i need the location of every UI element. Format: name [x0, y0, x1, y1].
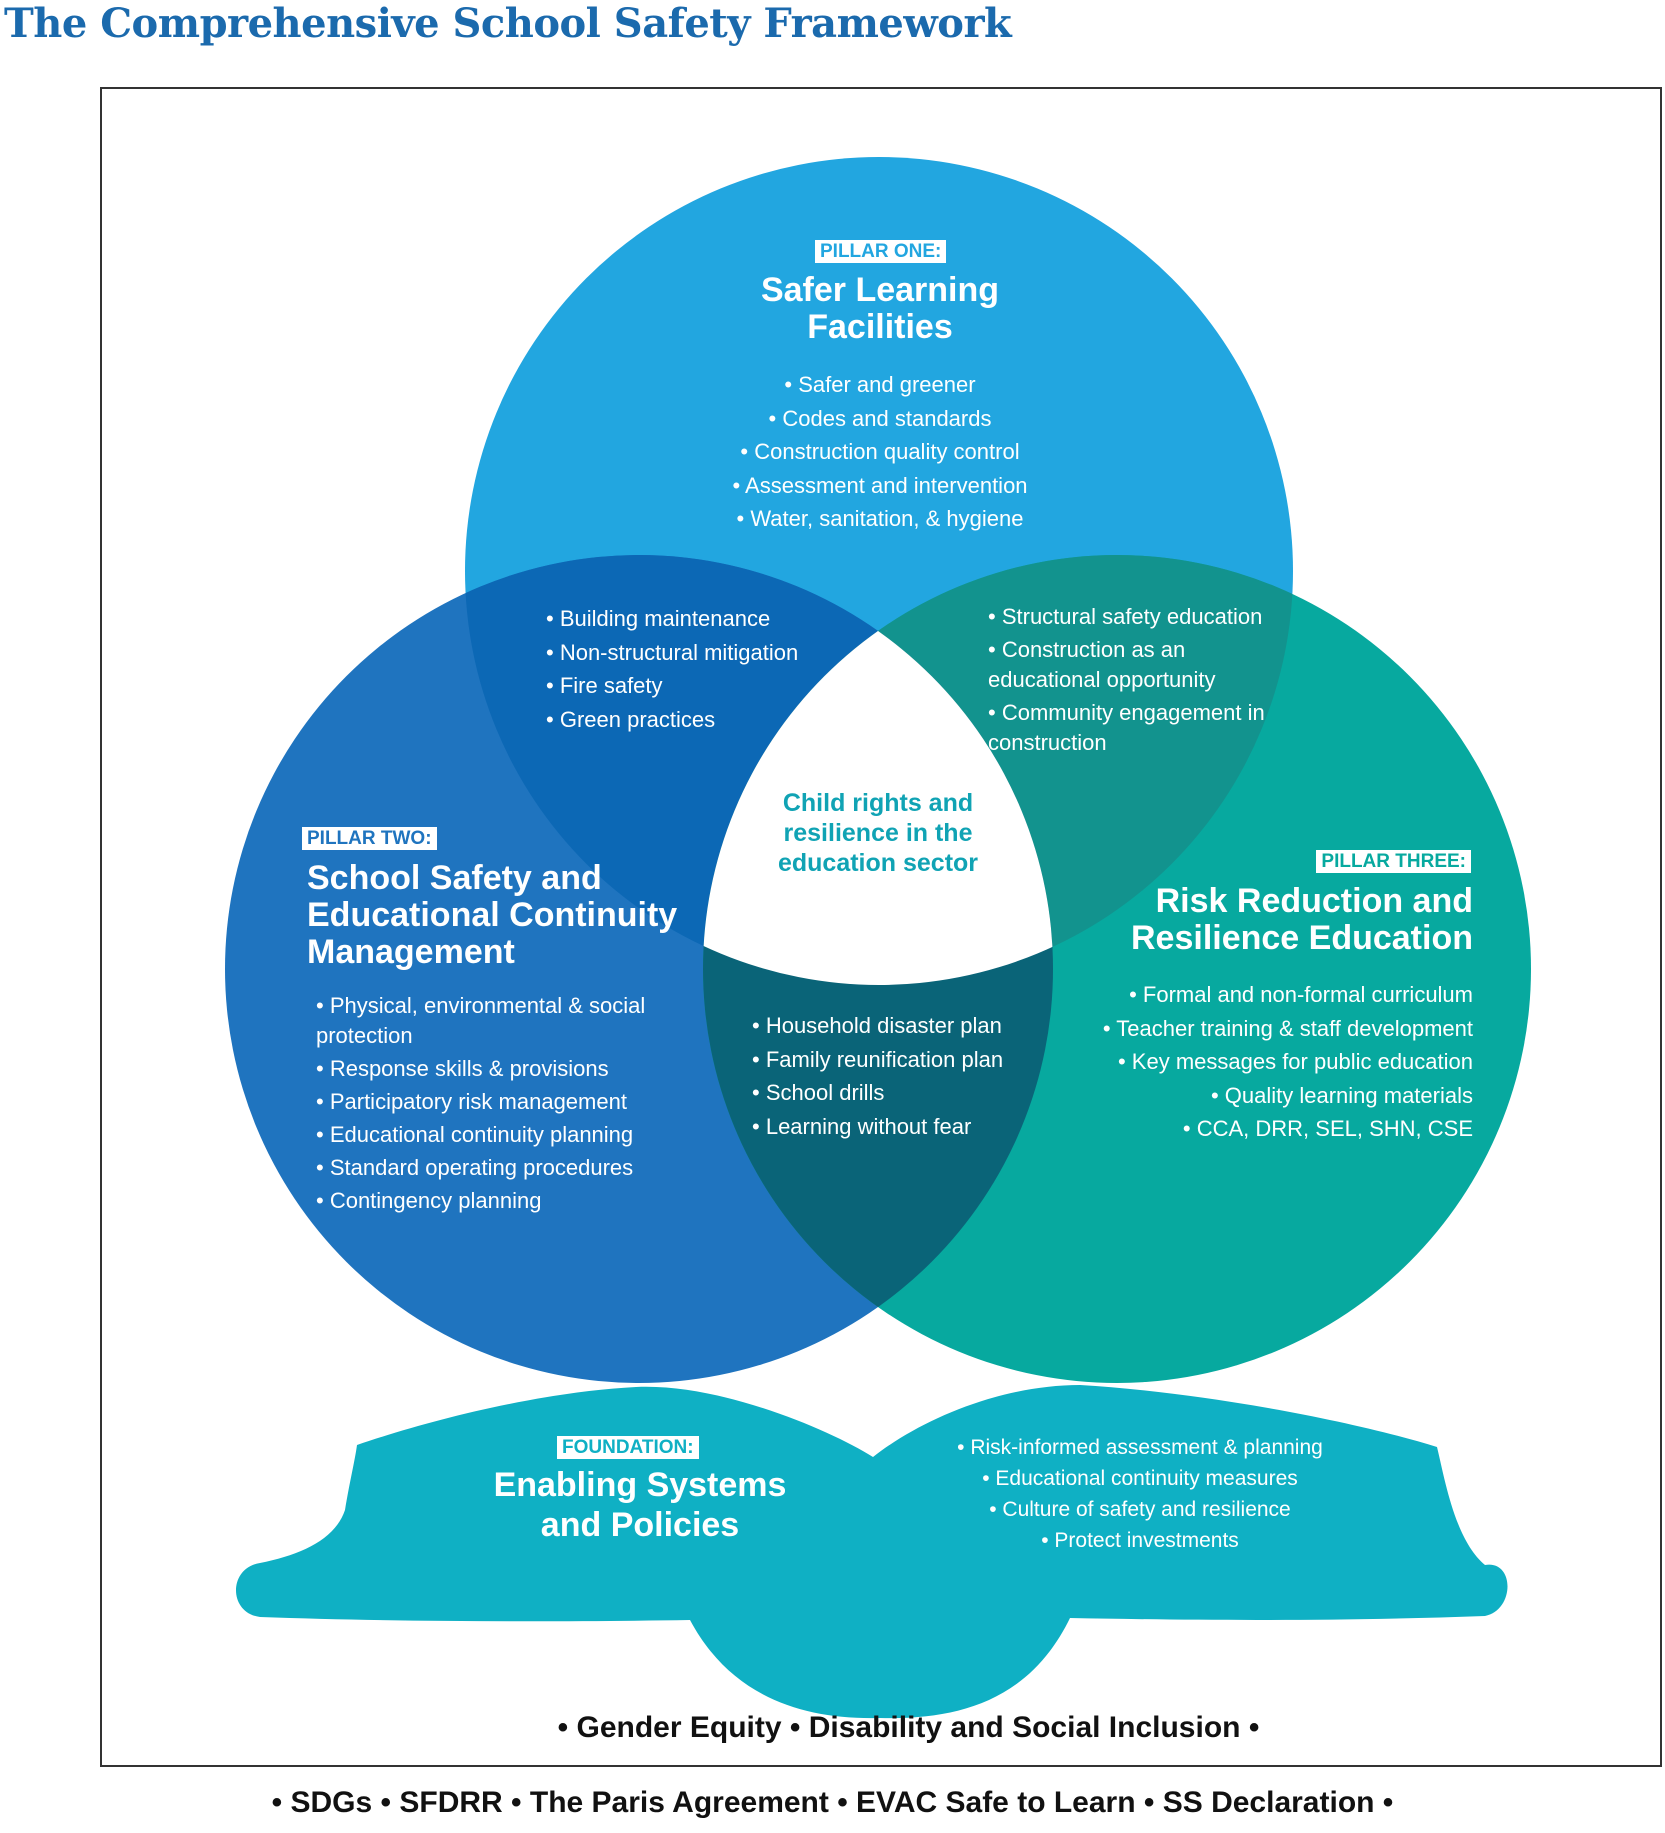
page-title: The Comprehensive School Safety Framewor…: [4, 0, 1012, 47]
list-item: Water, sanitation, & hygiene: [640, 502, 1120, 536]
pillar-three-heading: Risk Reduction and Resilience Education: [1131, 882, 1473, 957]
pillar-two-badge-wrap: PILLAR TWO:: [302, 827, 437, 850]
list-item: Non-structural mitigation: [546, 636, 798, 670]
pillar-one-badge: PILLAR ONE:: [815, 240, 947, 263]
list-item: Quality learning materials: [1103, 1079, 1473, 1113]
list-item: CCA, DRR, SEL, SHN, CSE: [1103, 1112, 1473, 1146]
list-item: Community engagement in construction: [988, 698, 1278, 758]
pillar-two-badge: PILLAR TWO:: [302, 827, 437, 850]
pillar-two-heading: School Safety and Educational Continuity…: [307, 859, 678, 971]
list-item: Educational continuity planning: [316, 1120, 676, 1150]
list-item: Family reunification plan: [752, 1043, 1003, 1077]
diagram-frame: [100, 87, 1662, 1767]
list-item: Physical, environmental & social protect…: [316, 991, 676, 1051]
list-item: Formal and non-formal curriculum: [1103, 978, 1473, 1012]
pillar-one-list: Safer and greener Codes and standards Co…: [640, 368, 1120, 536]
list-item: Safer and greener: [640, 368, 1120, 402]
foundation-heading: Enabling Systems and Policies: [493, 1466, 787, 1544]
overlap-one-three-list: Structural safety education Construction…: [988, 602, 1278, 761]
pillar-three-badge-wrap: PILLAR THREE:: [1316, 850, 1471, 873]
list-item: Risk-informed assessment & planning: [930, 1432, 1350, 1463]
foundation-badge: FOUNDATION:: [557, 1436, 699, 1459]
pillar-one-heading: Safer Learning Facilities: [760, 271, 1000, 346]
foundation-list: Risk-informed assessment & planning Educ…: [930, 1432, 1350, 1556]
list-item: Protect investments: [930, 1525, 1350, 1556]
list-item: Contingency planning: [316, 1186, 676, 1216]
pillar-three-list: Formal and non-formal curriculum Teacher…: [1103, 978, 1473, 1146]
list-item: Culture of safety and resilience: [930, 1494, 1350, 1525]
pillar-three-badge: PILLAR THREE:: [1316, 850, 1471, 873]
overlap-two-three-list: Household disaster plan Family reunifica…: [752, 1009, 1003, 1143]
list-item: Key messages for public education: [1103, 1045, 1473, 1079]
list-item: Fire safety: [546, 669, 798, 703]
list-item: Construction as an educational opportuni…: [988, 635, 1278, 695]
list-item: School drills: [752, 1076, 1003, 1110]
overlap-one-two-list: Building maintenance Non-structural miti…: [546, 602, 798, 736]
pillar-two-list: Physical, environmental & social protect…: [316, 991, 676, 1219]
inner-footer: • Gender Equity • Disability and Social …: [557, 1711, 1260, 1744]
list-item: Assessment and intervention: [640, 469, 1120, 503]
list-item: Participatory risk management: [316, 1087, 676, 1117]
list-item: Educational continuity measures: [930, 1463, 1350, 1494]
pillar-one-badge-wrap: PILLAR ONE:: [815, 240, 947, 263]
list-item: Building maintenance: [546, 602, 798, 636]
list-item: Codes and standards: [640, 402, 1120, 436]
list-item: Response skills & provisions: [316, 1054, 676, 1084]
center-region: [703, 555, 1053, 985]
foundation-badge-wrap: FOUNDATION:: [557, 1436, 699, 1459]
center-label: Child rights and resilience in the educa…: [777, 789, 979, 877]
list-item: Structural safety education: [988, 602, 1278, 632]
list-item: Standard operating procedures: [316, 1153, 676, 1183]
list-item: Teacher training & staff development: [1103, 1012, 1473, 1046]
list-item: Construction quality control: [640, 435, 1120, 469]
list-item: Green practices: [546, 703, 798, 737]
list-item: Learning without fear: [752, 1110, 1003, 1144]
list-item: Household disaster plan: [752, 1009, 1003, 1043]
outer-footer: • SDGs • SFDRR • The Paris Agreement • E…: [271, 1786, 1394, 1819]
